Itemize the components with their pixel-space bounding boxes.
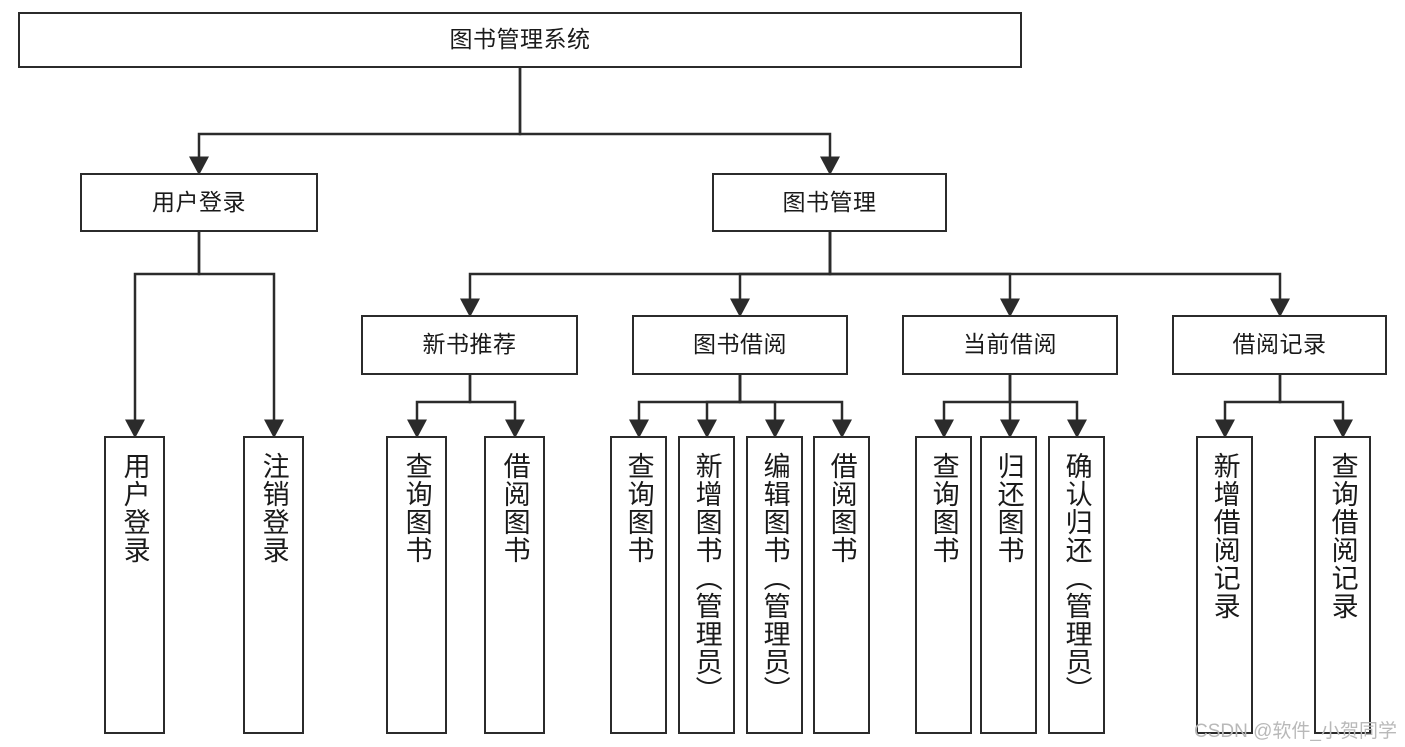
node-newbook[interactable]: 新书推荐	[361, 315, 578, 375]
node-borrow-2[interactable]: 新增图书（管理员）	[678, 436, 735, 734]
node-label-borrow-3: 编辑图书（管理员）	[759, 452, 790, 704]
node-root[interactable]: 图书管理系统	[18, 12, 1022, 68]
node-label-bookmgmt: 图书管理	[782, 188, 877, 215]
node-label-login: 用户登录	[152, 188, 246, 215]
node-label-records: 借阅记录	[1232, 331, 1327, 358]
node-current-1[interactable]: 查询图书	[915, 436, 972, 734]
connector-current-to-current-1	[934, 375, 1012, 439]
connector-borrow-to-borrow-4	[738, 375, 852, 439]
connector-bookmgmt-to-newbook	[460, 232, 832, 318]
node-label-newbook-2: 借阅图书	[499, 452, 530, 564]
connector-records-to-records-2	[1278, 375, 1353, 439]
node-label-borrow-2: 新增图书（管理员）	[691, 452, 722, 704]
node-label-borrow-1: 查询图书	[623, 452, 654, 564]
connector-bookmgmt-to-current	[828, 232, 1020, 318]
node-records-1[interactable]: 新增借阅记录	[1196, 436, 1253, 734]
node-login[interactable]: 用户登录	[80, 173, 318, 232]
node-current[interactable]: 当前借阅	[902, 315, 1118, 375]
connector-newbook-to-newbook-1	[407, 375, 472, 439]
node-borrow[interactable]: 图书借阅	[632, 315, 848, 375]
node-borrow-3[interactable]: 编辑图书（管理员）	[746, 436, 803, 734]
node-label-borrow-4: 借阅图书	[826, 452, 857, 564]
node-newbook-2[interactable]: 借阅图书	[484, 436, 545, 734]
node-label-records-1: 新增借阅记录	[1209, 452, 1240, 620]
node-label-current: 当前借阅	[963, 331, 1057, 358]
node-label-borrow: 图书借阅	[693, 331, 787, 358]
node-login-2[interactable]: 注销登录	[243, 436, 304, 734]
node-borrow-1[interactable]: 查询图书	[610, 436, 667, 734]
node-records[interactable]: 借阅记录	[1172, 315, 1387, 375]
node-label-root: 图书管理系统	[449, 26, 591, 53]
node-label-login-1: 用户登录	[119, 452, 150, 564]
connector-records-to-records-1	[1215, 375, 1282, 439]
connector-bookmgmt-to-borrow	[730, 232, 832, 318]
connector-login-to-login-1	[125, 232, 201, 439]
connector-bookmgmt-to-records	[828, 232, 1290, 318]
node-login-1[interactable]: 用户登录	[104, 436, 165, 734]
node-newbook-1[interactable]: 查询图书	[386, 436, 447, 734]
node-label-current-1: 查询图书	[928, 452, 959, 564]
node-label-login-2: 注销登录	[258, 452, 289, 564]
connector-root-to-login	[189, 68, 522, 176]
connector-root-to-bookmgmt	[518, 68, 840, 176]
node-label-current-3: 确认归还（管理员）	[1061, 452, 1092, 704]
connector-current-to-current-3	[1008, 375, 1087, 439]
connector-borrow-to-borrow-2	[697, 375, 742, 439]
node-current-3[interactable]: 确认归还（管理员）	[1048, 436, 1105, 734]
node-records-2[interactable]: 查询借阅记录	[1314, 436, 1371, 734]
connector-newbook-to-newbook-2	[468, 375, 525, 439]
node-label-newbook-1: 查询图书	[401, 452, 432, 564]
node-label-records-2: 查询借阅记录	[1327, 452, 1358, 620]
edge-layer	[125, 68, 1353, 439]
node-borrow-4[interactable]: 借阅图书	[813, 436, 870, 734]
node-label-newbook: 新书推荐	[422, 331, 517, 358]
connector-borrow-to-borrow-3	[738, 375, 785, 439]
node-label-current-2: 归还图书	[993, 452, 1024, 564]
node-bookmgmt[interactable]: 图书管理	[712, 173, 947, 232]
connector-login-to-login-2	[197, 232, 284, 439]
node-current-2[interactable]: 归还图书	[980, 436, 1037, 734]
connector-borrow-to-borrow-1	[629, 375, 742, 439]
